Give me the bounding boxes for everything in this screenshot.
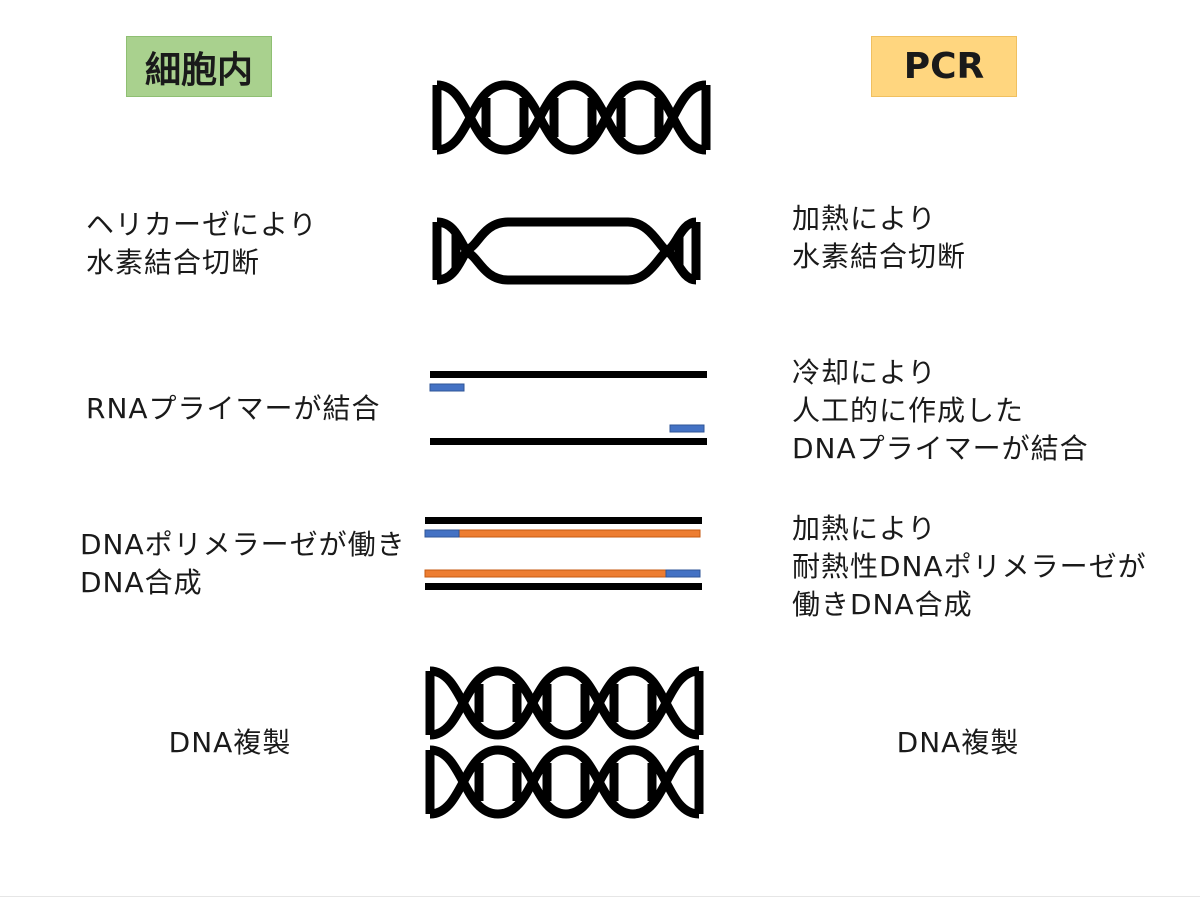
step4-cell-text: DNA複製	[168, 726, 292, 759]
new-strand-top	[424, 529, 701, 538]
primer-bottom	[665, 569, 701, 578]
step2-pcr-text: 冷却により 人工的に作成した DNAプライマーが結合	[792, 356, 1089, 465]
dna-unwinding-icon	[432, 217, 701, 285]
dna-double-helix-icon	[432, 80, 711, 155]
strands-elongation	[424, 517, 702, 590]
primer-top	[424, 529, 460, 538]
primer-top	[429, 383, 465, 392]
template-strand-bottom	[425, 583, 702, 590]
template-strand-top	[425, 517, 702, 524]
step4-pcr-text: DNA複製	[896, 726, 1020, 759]
step2-cell-text: RNAプライマーが結合	[86, 392, 381, 425]
primer-bottom	[669, 424, 705, 433]
step1-cell-text: ヘリカーゼにより 水素結合切断	[86, 208, 318, 279]
bottom-divider	[0, 896, 1200, 897]
template-strand-top	[430, 371, 707, 378]
header-pcr: PCR	[871, 36, 1017, 97]
new-strand-bottom	[424, 569, 701, 578]
step3-cell-text: DNAポリメラーゼが働き DNA合成	[80, 528, 406, 599]
dna-double-helix-icon	[425, 666, 704, 819]
step3-pcr-text: 加熱により 耐熱性DNAポリメラーゼが 働きDNA合成	[792, 512, 1147, 621]
template-strand-bottom	[430, 438, 707, 445]
strands-with-primers	[429, 371, 707, 445]
step1-pcr-text: 加熱により 水素結合切断	[792, 202, 967, 273]
header-cell: 細胞内	[126, 36, 272, 97]
